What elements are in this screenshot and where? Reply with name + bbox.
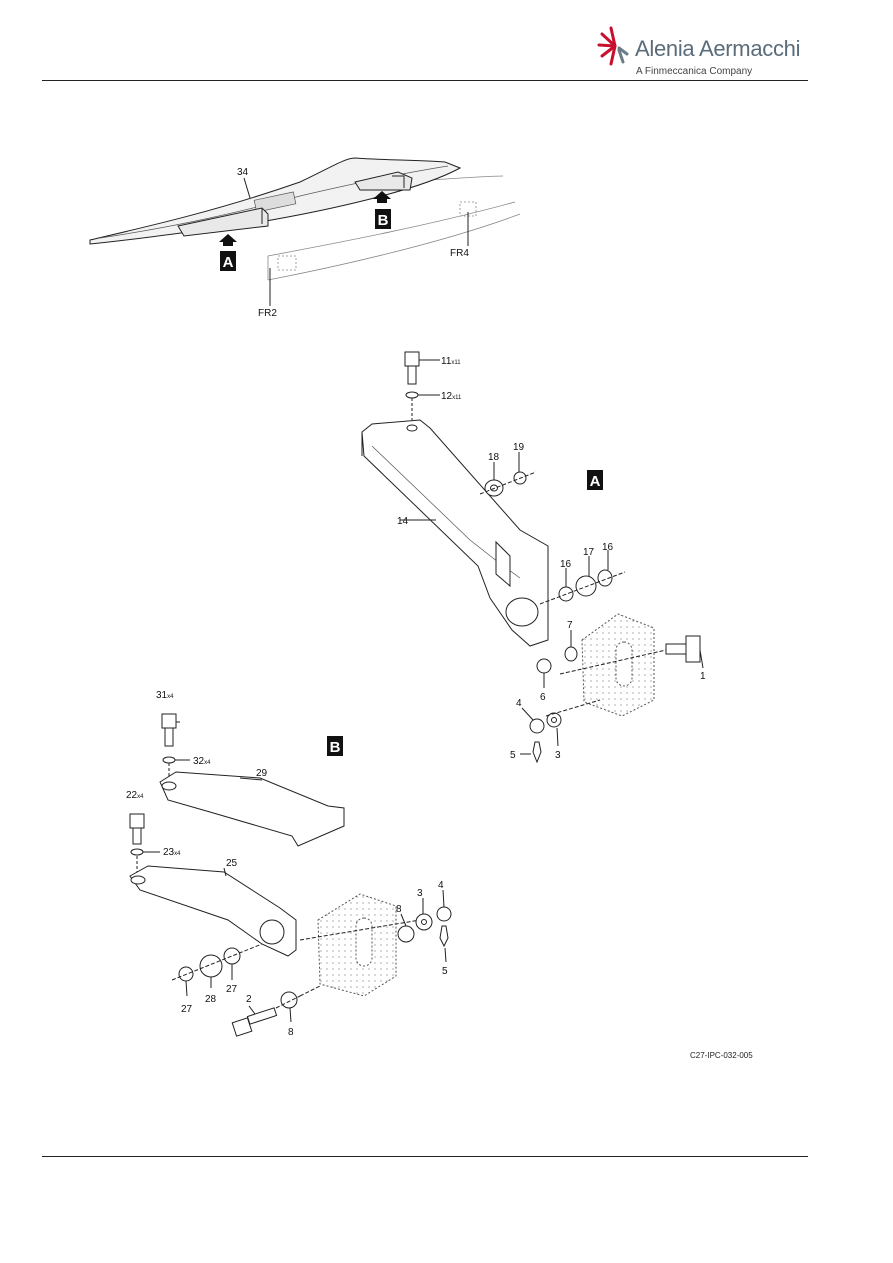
item-18: 18 xyxy=(488,452,500,463)
item-27-right: 27 xyxy=(226,984,238,995)
item-3-b: 3 xyxy=(417,888,423,899)
figure-reference: C27-IPC-032-005 xyxy=(690,1051,753,1060)
overview-label-a: A xyxy=(223,254,234,271)
view-a-drawing xyxy=(361,351,704,764)
item-2: 2 xyxy=(246,994,252,1005)
item-22: 22x4 xyxy=(126,790,144,801)
item-16-left: 16 xyxy=(560,559,572,570)
brand-name: Alenia Aermacchi xyxy=(635,36,801,61)
item-29: 29 xyxy=(256,768,268,779)
item-3-a: 3 xyxy=(555,750,561,761)
item-11: 11x11 xyxy=(441,356,461,367)
overview-label-b: B xyxy=(378,212,389,229)
brand-tagline: A Finmeccanica Company xyxy=(636,66,753,77)
item-4-a: 4 xyxy=(516,698,522,709)
overview-box-b xyxy=(375,209,391,229)
item-7: 7 xyxy=(567,620,573,631)
item-8-bottom: 8 xyxy=(288,1027,294,1038)
item-25: 25 xyxy=(226,858,238,869)
view-b-label: B xyxy=(330,739,341,756)
item-12: 12x11 xyxy=(441,391,462,402)
item-17: 17 xyxy=(583,547,595,558)
item-5-b: 5 xyxy=(442,966,448,977)
view-a-box xyxy=(587,470,603,490)
item-19: 19 xyxy=(513,442,525,453)
item-27-left: 27 xyxy=(181,1004,193,1015)
overview-item-34: 34 xyxy=(237,167,249,178)
company-logo: Alenia Aermacchi A Finmeccanica Company xyxy=(597,24,801,80)
item-32: 32x4 xyxy=(193,756,211,767)
item-31: 31x4 xyxy=(156,690,174,701)
overview-drawing xyxy=(89,157,521,306)
overview-box-a xyxy=(220,251,236,271)
item-16-right: 16 xyxy=(602,542,614,553)
item-6: 6 xyxy=(540,692,546,703)
logo-mark-icon xyxy=(597,26,629,66)
item-28: 28 xyxy=(205,994,217,1005)
arrow-a-icon xyxy=(219,234,237,246)
view-b-drawing xyxy=(129,713,452,1037)
item-23: 23x4 xyxy=(163,847,181,858)
item-14: 14 xyxy=(397,516,409,527)
item-5-a: 5 xyxy=(510,750,516,761)
item-1: 1 xyxy=(700,671,706,682)
item-8-top: 8 xyxy=(396,904,402,915)
header-divider xyxy=(42,80,808,81)
item-4-b: 4 xyxy=(438,880,444,891)
arrow-b-icon xyxy=(373,191,391,203)
frame-label-fr2: FR2 xyxy=(258,308,277,319)
view-b-box xyxy=(327,736,343,756)
footer-divider xyxy=(42,1156,808,1157)
frame-label-fr4: FR4 xyxy=(450,248,469,259)
view-a-label: A xyxy=(590,473,601,490)
